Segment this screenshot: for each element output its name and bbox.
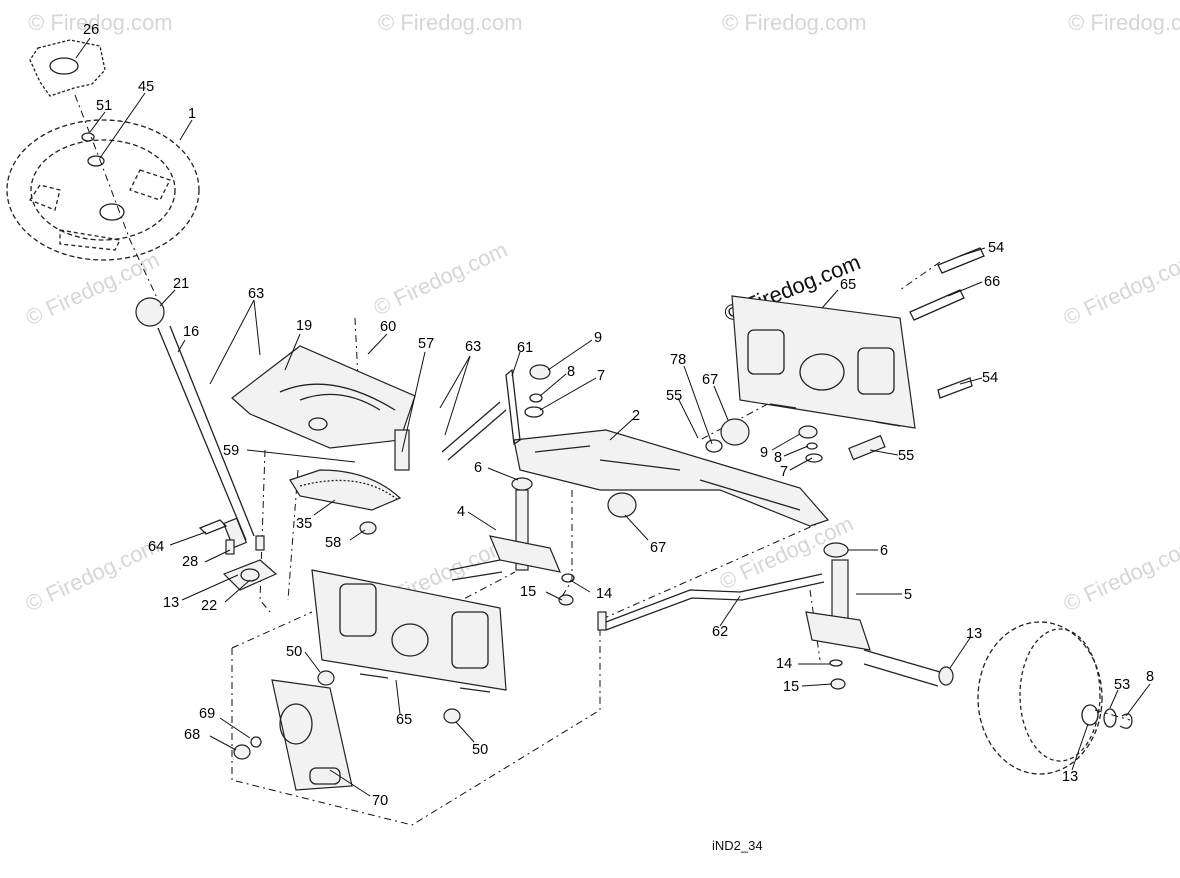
bolts-part: [909, 247, 985, 399]
callout-59: 59: [223, 443, 239, 459]
callout-15: 15: [783, 679, 799, 695]
spindle-cap-part: [524, 364, 886, 463]
left-spindle-part: [449, 477, 575, 606]
callout-62: 62: [712, 624, 728, 640]
callout-54: 54: [988, 240, 1004, 256]
shield-plate-part: [731, 295, 916, 429]
steering-wheel-part: [6, 119, 200, 261]
watermark: © Firedog.com: [722, 10, 867, 35]
lower-shield-part: [311, 569, 507, 724]
bracket-part: [198, 519, 278, 591]
callout-51: 51: [96, 98, 112, 114]
rod-part: [441, 368, 521, 461]
watermark: © Firedog.com: [1060, 533, 1180, 617]
callout-50: 50: [286, 644, 302, 660]
callout-13: 13: [163, 595, 179, 611]
sector-gear-part: [289, 469, 402, 535]
watermark: © Firedog.com: [28, 10, 173, 35]
callout-78: 78: [670, 352, 686, 368]
axle-part: [513, 418, 830, 527]
callout-2: 2: [632, 408, 640, 424]
watermark: © Firedog.com: [378, 10, 523, 35]
callout-19: 19: [296, 318, 312, 334]
callout-67: 67: [650, 540, 666, 556]
callout-65: 65: [840, 277, 856, 293]
callout-1: 1: [188, 106, 196, 122]
front-wheel-part: [977, 621, 1133, 775]
callout-64: 64: [148, 539, 164, 555]
callout-66: 66: [984, 274, 1000, 290]
callout-4: 4: [457, 504, 465, 520]
callout-14: 14: [596, 586, 612, 602]
callout-67: 67: [702, 372, 718, 388]
diagram-caption: iND2_34: [712, 838, 763, 853]
callout-9: 9: [760, 445, 768, 461]
right-spindle-part: [805, 542, 954, 690]
callout-68: 68: [184, 727, 200, 743]
watermark-layer: © Firedog.com © Firedog.com © Firedog.co…: [22, 10, 1180, 617]
callout-70: 70: [372, 793, 388, 809]
callout-5: 5: [904, 587, 912, 603]
callout-15: 15: [520, 584, 536, 600]
callout-7: 7: [780, 464, 788, 480]
callout-28: 28: [182, 554, 198, 570]
callout-8: 8: [1146, 669, 1154, 685]
callout-35: 35: [296, 516, 312, 532]
callout-22: 22: [201, 598, 217, 614]
mount-bracket-part: [233, 679, 353, 791]
callout-60: 60: [380, 319, 396, 335]
tie-rod-part: [597, 573, 825, 631]
callout-6: 6: [474, 460, 482, 476]
callout-65: 65: [396, 712, 412, 728]
callout-8: 8: [774, 450, 782, 466]
steering-cap-part: [29, 39, 106, 97]
callout-57: 57: [418, 336, 434, 352]
callout-63: 63: [248, 286, 264, 302]
callout-55: 55: [898, 448, 914, 464]
callout-63: 63: [465, 339, 481, 355]
callout-26: 26: [83, 22, 99, 38]
callout-6: 6: [880, 543, 888, 559]
steering-shaft-part: [135, 297, 255, 549]
watermark: © Firedog.com: [22, 533, 164, 617]
callout-8: 8: [567, 364, 575, 380]
callout-21: 21: [173, 276, 189, 292]
callout-61: 61: [517, 340, 533, 356]
leader-lines: [75, 37, 1151, 797]
callout-54: 54: [982, 370, 998, 386]
callout-69: 69: [199, 706, 215, 722]
callout-53: 53: [1114, 677, 1130, 693]
steering-plate-part: [231, 345, 416, 471]
callout-14: 14: [776, 656, 792, 672]
watermark: © Firedog.com: [1068, 10, 1180, 35]
watermark: © Firedog.com: [1060, 247, 1180, 331]
callout-58: 58: [325, 535, 341, 551]
callout-55: 55: [666, 388, 682, 404]
callout-16: 16: [183, 324, 199, 340]
watermark: © Firedog.com: [370, 237, 512, 321]
callout-9: 9: [594, 330, 602, 346]
callout-50: 50: [472, 742, 488, 758]
callout-45: 45: [138, 79, 154, 95]
callout-labels: 26 45 51 1 21 16 63 19 60 57 63 59 35 58…: [83, 22, 1154, 809]
callout-13: 13: [1062, 769, 1078, 785]
callout-13: 13: [966, 626, 982, 642]
callout-7: 7: [597, 368, 605, 384]
